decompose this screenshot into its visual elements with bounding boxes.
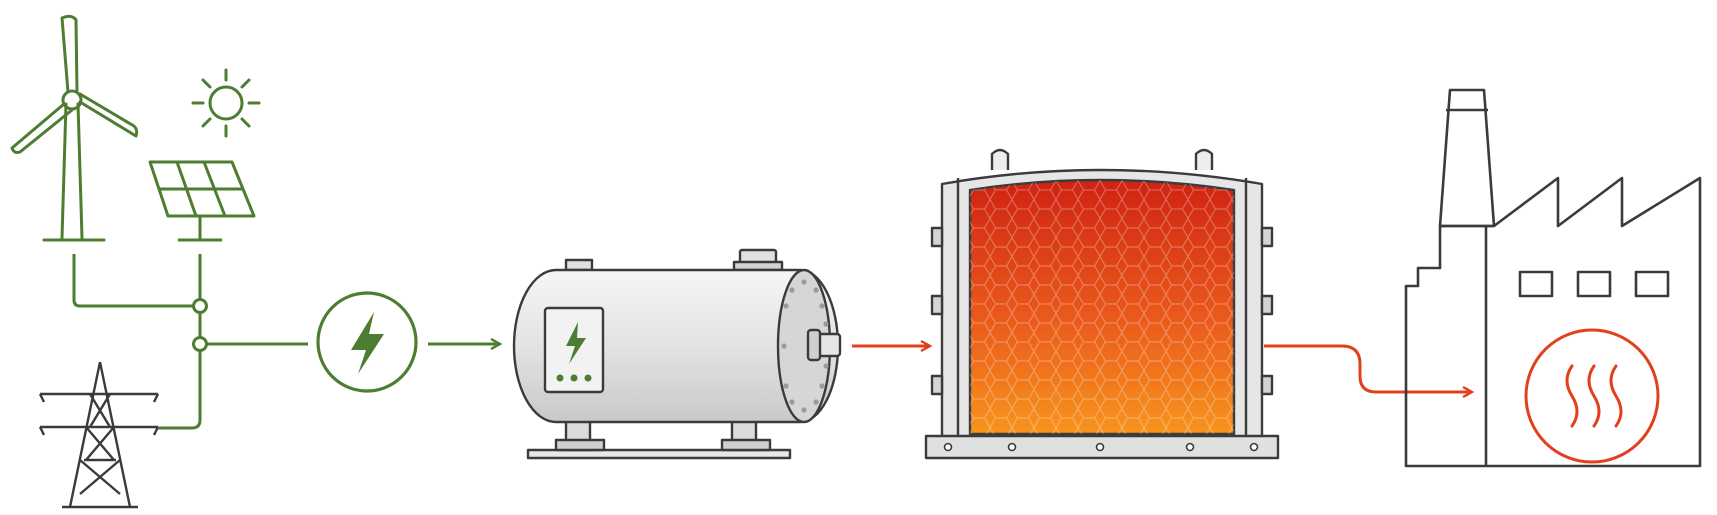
- solar-panel-icon: [148, 160, 256, 242]
- factory-icon: [1404, 88, 1702, 468]
- heat-flow-arrow: [1264, 344, 1472, 392]
- storage-base-bolts: [943, 442, 1259, 452]
- lightning-bolt-icon: [316, 291, 418, 393]
- wind-turbine-icon: [10, 14, 139, 242]
- heater-flange-bolts: [781, 279, 829, 413]
- heat-icon: [1524, 328, 1660, 464]
- electric-heater-tank-icon: [512, 248, 842, 460]
- wire-junction: [192, 298, 208, 314]
- thermal-storage-block-icon: [924, 148, 1280, 460]
- sun-icon: [191, 68, 261, 138]
- wire-junction: [192, 336, 208, 352]
- heater-panel-indicators: [556, 322, 592, 382]
- electric-wiring: [72, 254, 308, 430]
- power-pylon-icon: [38, 361, 160, 509]
